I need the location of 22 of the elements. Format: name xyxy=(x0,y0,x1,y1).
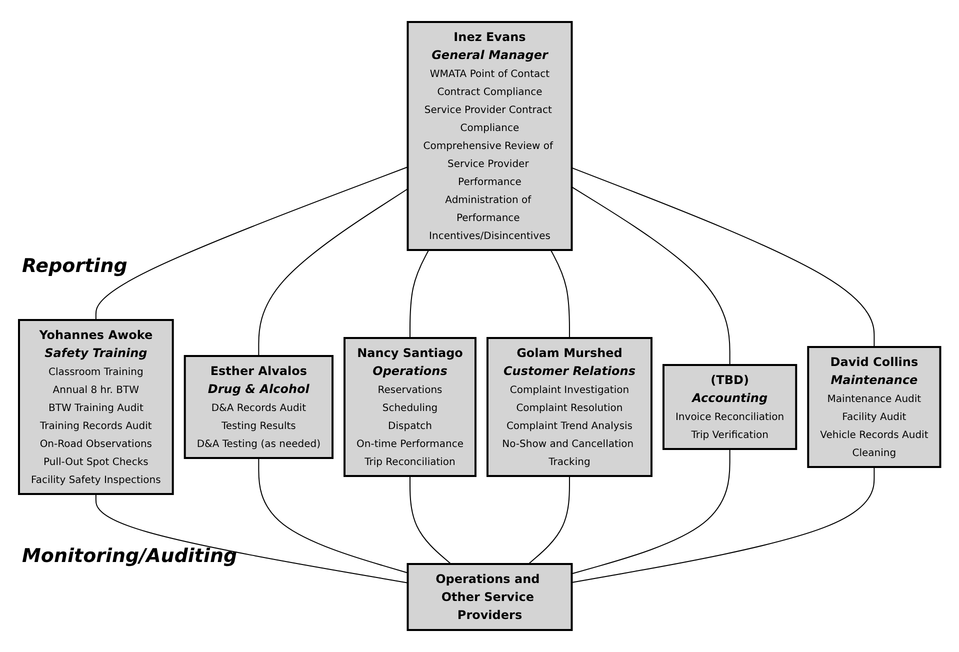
node-box: Golam Murshed Customer Relations Complaint Investigation Complaint Resolution Complaint Trend Analysis No-Show and Cancellation Tracking xyxy=(486,337,652,477)
connector xyxy=(571,448,730,574)
connector xyxy=(409,476,452,564)
connector xyxy=(258,458,408,574)
connector xyxy=(571,466,875,583)
connector xyxy=(95,166,408,320)
node-box: Nancy Santiago Operations Reservations Scheduling Dispatch On-time Performance Trip Reconciliation xyxy=(343,337,476,477)
node-box: (TBD) Accounting Invoice Reconciliation Trip Verification xyxy=(662,364,798,450)
connector xyxy=(571,167,875,348)
node-box: Operations and Other Service Providers xyxy=(406,563,573,631)
connector xyxy=(95,494,408,584)
node-box: Yohannes Awoke Safety Training Classroom Training Annual 8 hr. BTW BTW Training Audit Training Records Audit On-Road Observations Pull-Out Spot Checks Facility Safety Inspections xyxy=(18,319,174,495)
node-box: Esther Alvalos Drug & Alcohol D&A Records Audit Testing Results D&A Testing (as needed) xyxy=(184,355,334,459)
connector xyxy=(528,476,570,564)
connector xyxy=(550,250,570,338)
section-label: Reporting xyxy=(22,255,128,277)
section-label: Monitoring/Auditing xyxy=(22,545,238,567)
connector xyxy=(409,250,430,338)
connector xyxy=(571,186,730,366)
connector xyxy=(258,188,408,356)
node-box: David Collins Maintenance Maintenance Audit Facility Audit Vehicle Records Audit Cleaning xyxy=(807,346,942,468)
node-box: Inez Evans General Manager WMATA Point of Contact Contract Compliance Service Provider Contract Compliance Comprehensive Review of Service Provider Performance Administration of Performance Incentives/Disincentives xyxy=(406,21,573,251)
